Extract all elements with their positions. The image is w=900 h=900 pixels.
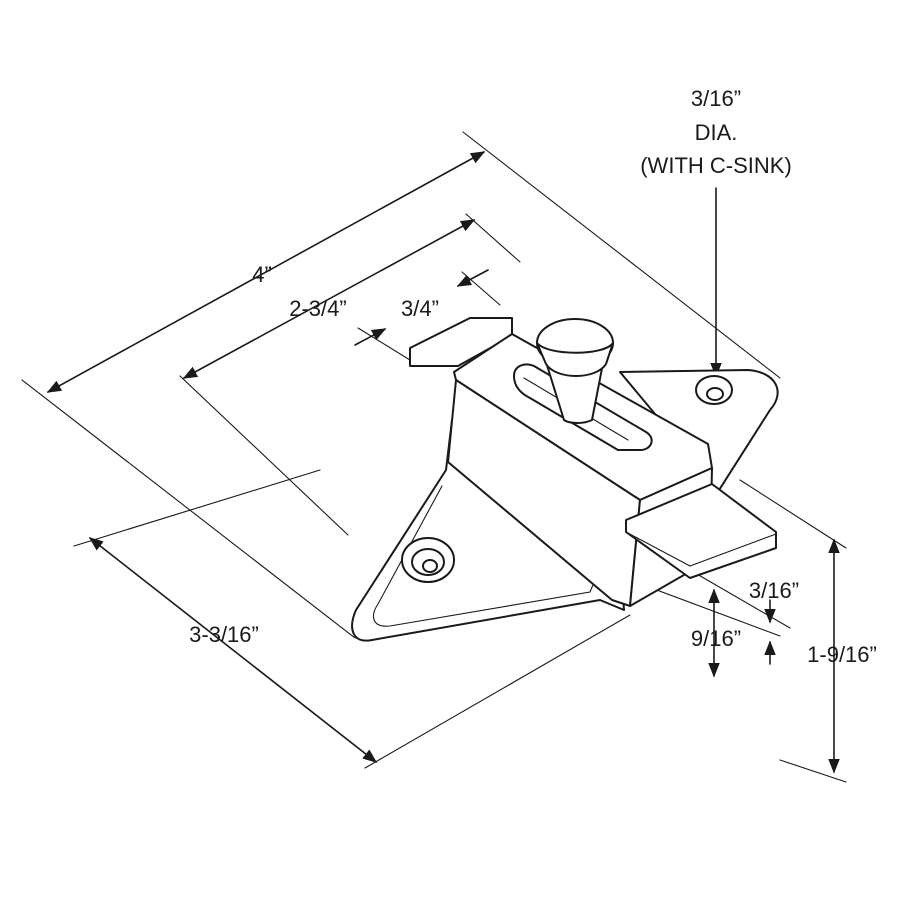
mounting-plate — [351, 419, 625, 642]
bolt-front-edge — [625, 531, 777, 567]
dimension-label-4: 4” — [252, 262, 272, 287]
extension-line-3-3-16-right — [364, 614, 631, 769]
dimension-label-3-3-16: 3-3/16” — [189, 622, 259, 647]
right-countersunk-hole — [695, 375, 733, 405]
extension-line-3-3-16-left — [73, 469, 321, 547]
dimension-label-3-4: 3/4” — [401, 296, 439, 321]
extension-line-4-right — [462, 131, 781, 379]
housing-front — [447, 379, 641, 607]
extension-line-3-4-right — [461, 271, 501, 306]
dimension-label-1-9-16: 1-9/16” — [807, 642, 877, 667]
left-countersunk-hole — [401, 537, 455, 583]
mounting-plate-inner-edge — [372, 439, 601, 627]
callout-hole-line-2: DIA. — [695, 120, 738, 145]
extension-line-2-3-4-left — [179, 375, 349, 536]
extension-line-2-3-4-right — [465, 213, 521, 263]
dimension-arrow-3-4-left — [354, 328, 387, 346]
latch-illustration — [351, 317, 779, 642]
extension-line-1-9-16-top — [739, 479, 847, 549]
dimension-label-3-16: 3/16” — [749, 578, 799, 603]
dimension-label-2-3-4: 2-3/4” — [289, 296, 346, 321]
callout-hole-line-3: (WITH C-SINK) — [640, 153, 792, 178]
callout-hole-line-1: 3/16” — [691, 86, 741, 111]
dimension-lines — [21, 131, 847, 783]
knob — [536, 318, 614, 424]
dimension-arrow-3-4-right — [456, 269, 489, 287]
extension-line-3-4-left — [357, 327, 411, 361]
dimension-label-9-16: 9/16” — [691, 626, 741, 651]
extension-line-1-9-16-bottom — [779, 759, 847, 783]
extension-line-4-left — [21, 379, 356, 639]
dimension-labels: 3/16” DIA. (WITH C-SINK) 4” 2-3/4” 3/4” … — [189, 86, 877, 667]
dimension-line-3-3-16 — [88, 537, 378, 763]
dimension-line-2-3-4 — [182, 219, 476, 379]
